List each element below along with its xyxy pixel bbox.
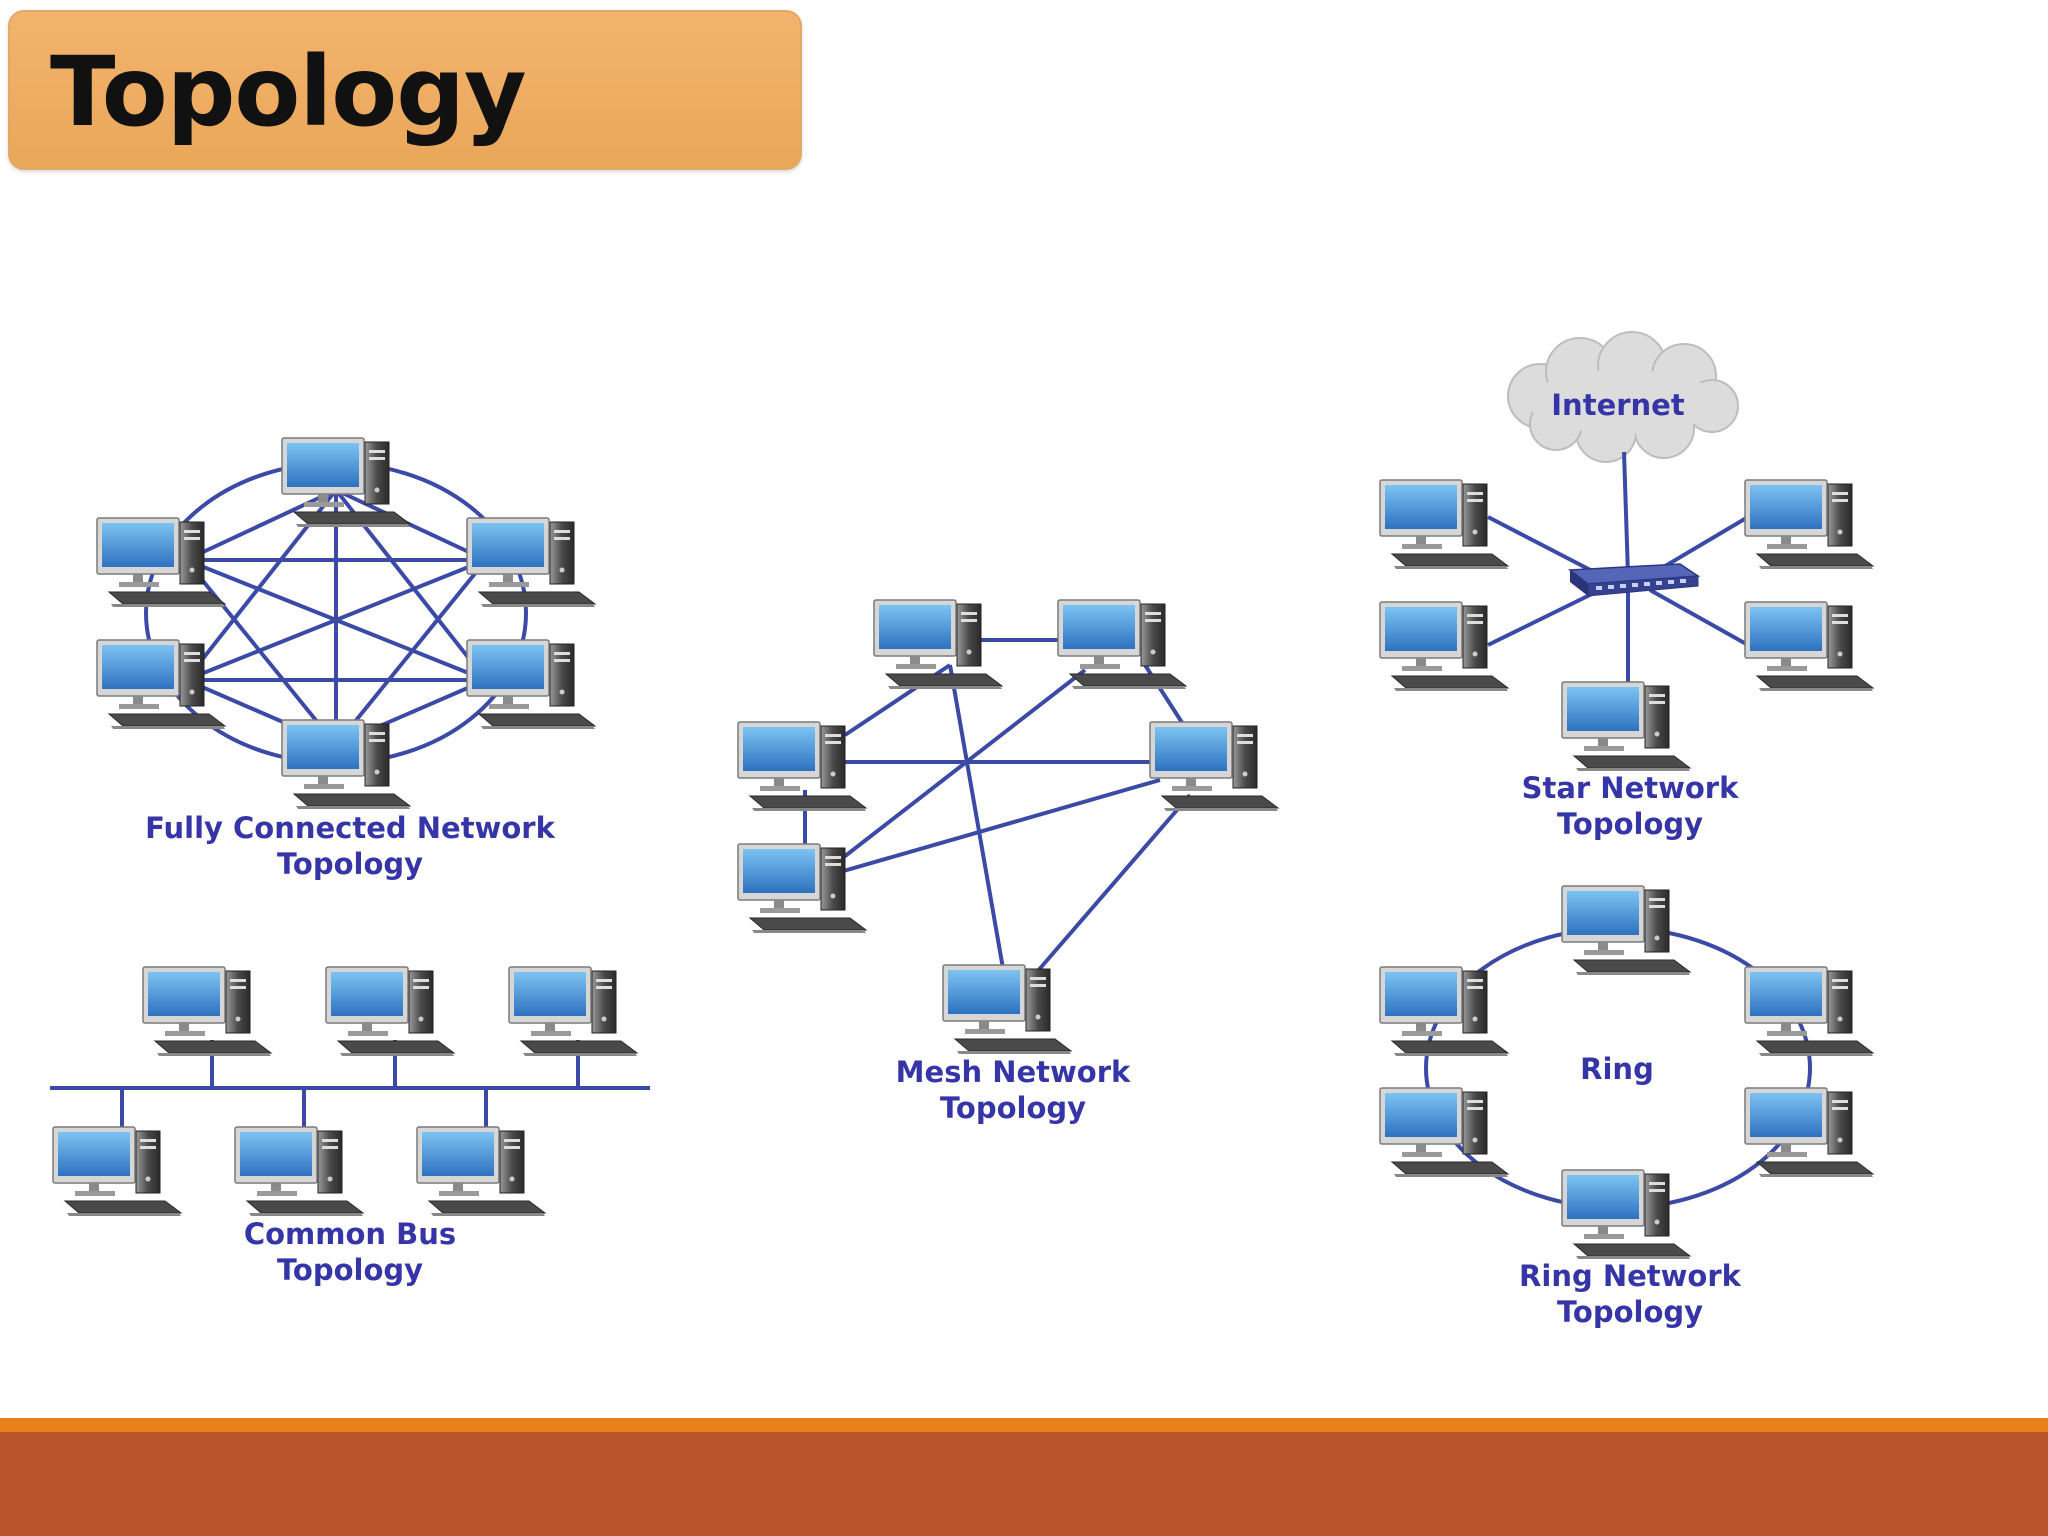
star-links [1487, 451, 1750, 685]
computer-icon [1561, 681, 1691, 772]
bus-topology: Common Bus Topology [50, 966, 650, 1287]
ring-label-line2: Topology [1557, 1295, 1703, 1329]
computer-icon [234, 1126, 364, 1217]
star-label-line1: Star Network [1522, 771, 1740, 805]
computer-icon [142, 966, 272, 1057]
mesh-label-line2: Topology [940, 1091, 1086, 1125]
computer-icon [1561, 885, 1691, 976]
internet-cloud-icon [1507, 331, 1739, 463]
bus-label-line2: Topology [277, 1253, 423, 1287]
fully-connected-label-line1: Fully Connected Network [145, 811, 555, 845]
ring-center-label: Ring [1580, 1052, 1654, 1086]
computer-icon [1744, 966, 1874, 1057]
computer-icon [1379, 966, 1509, 1057]
computer-icon [1149, 721, 1279, 812]
computer-icon [281, 719, 411, 810]
mesh-topology: Mesh Network Topology [737, 599, 1279, 1125]
computer-icon [1379, 479, 1509, 570]
computer-icon [466, 639, 596, 730]
computer-icon [942, 964, 1072, 1055]
fully-connected-label-line2: Topology [277, 847, 423, 881]
footer-accent-line [0, 1418, 2048, 1432]
ring-topology: Ring Ring Network Topology [1379, 885, 1874, 1329]
computer-icon [1744, 601, 1874, 692]
footer-band [0, 1432, 2048, 1536]
computer-icon [281, 437, 411, 528]
internet-label: Internet [1551, 388, 1685, 422]
network-switch-icon [1569, 563, 1699, 597]
computer-icon [466, 517, 596, 608]
computer-icon [1561, 1169, 1691, 1260]
computer-icon [1057, 599, 1187, 690]
computer-icon [1744, 479, 1874, 570]
mesh-label-line1: Mesh Network [896, 1055, 1131, 1089]
fully-connected-topology: Fully Connected Network Topology [96, 437, 596, 881]
bus-label-line1: Common Bus [244, 1217, 456, 1251]
ring-label-line1: Ring Network [1519, 1259, 1742, 1293]
computer-icon [325, 966, 455, 1057]
computer-icon [737, 843, 867, 934]
computer-icon [1744, 1087, 1874, 1178]
computer-icon [1379, 1087, 1509, 1178]
computer-icon [52, 1126, 182, 1217]
computer-icon [873, 599, 1003, 690]
computer-icon [508, 966, 638, 1057]
title-banner: Topology [8, 10, 802, 170]
page-title: Topology [50, 36, 527, 148]
star-topology: Internet Star Network Topology [1379, 331, 1874, 841]
star-label-line2: Topology [1557, 807, 1703, 841]
computer-icon [96, 517, 226, 608]
fully-connected-links [144, 461, 528, 765]
computer-icon [416, 1126, 546, 1217]
mesh-links [803, 638, 1192, 982]
